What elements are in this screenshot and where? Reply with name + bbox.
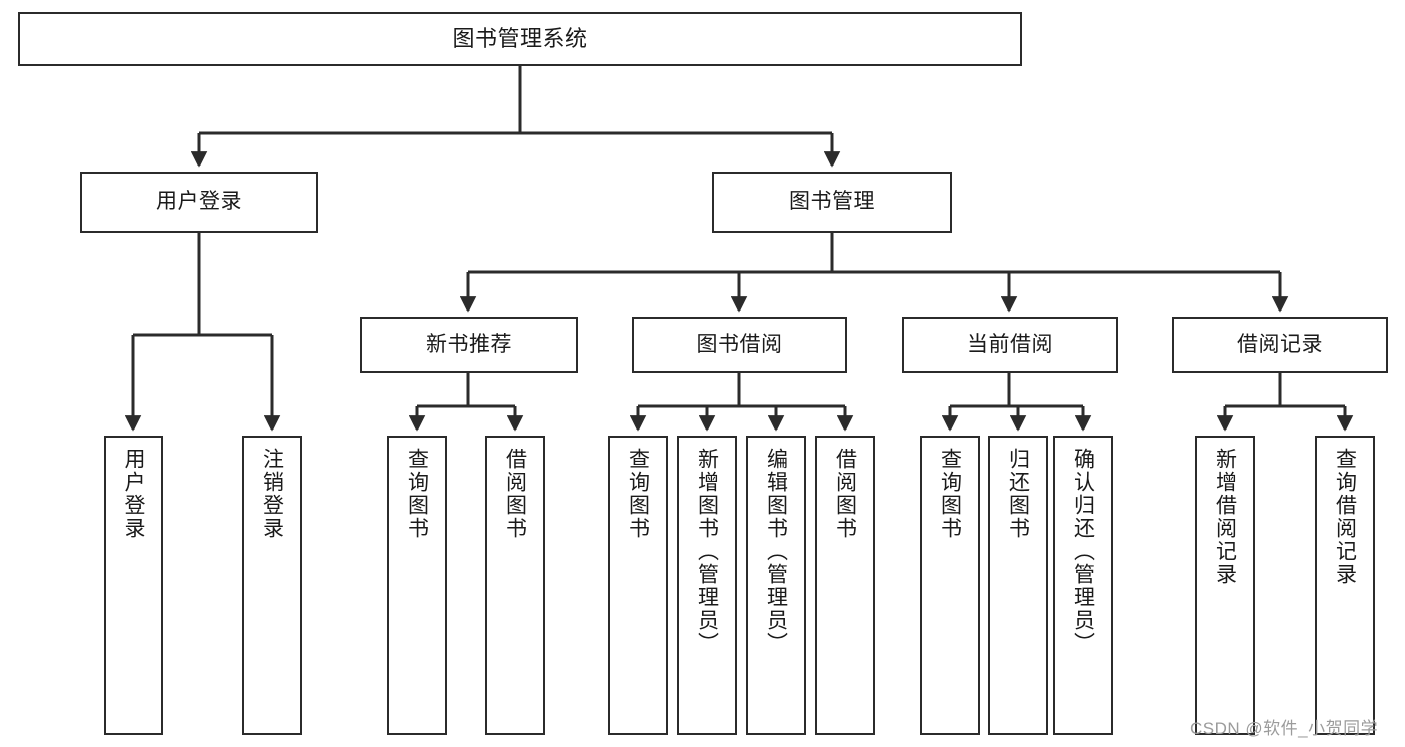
node-root[interactable]: 图书管理系统 xyxy=(18,12,1022,66)
node-root-label: 图书管理系统 xyxy=(452,26,588,52)
node-borrow-record-label: 借阅记录 xyxy=(1237,332,1323,356)
node-new-book-recommend-label: 新书推荐 xyxy=(426,332,512,356)
leaf-newbook-borrow-book[interactable]: 借阅图书 xyxy=(485,436,545,735)
leaf-logout[interactable]: 注销登录 xyxy=(242,436,302,735)
leaf-borrow-query-book-label: 查询图书 xyxy=(626,448,650,540)
leaf-newbook-query-book-label: 查询图书 xyxy=(405,448,429,540)
node-current-borrow-label: 当前借阅 xyxy=(967,332,1053,356)
node-book-borrow-label: 图书借阅 xyxy=(696,332,783,356)
leaf-current-query-book[interactable]: 查询图书 xyxy=(920,436,980,735)
leaf-borrow-borrow-book-label: 借阅图书 xyxy=(833,448,857,540)
leaf-borrow-query-book[interactable]: 查询图书 xyxy=(608,436,668,735)
leaf-current-return-book-label: 归还图书 xyxy=(1006,448,1030,540)
leaf-borrow-borrow-book[interactable]: 借阅图书 xyxy=(815,436,875,735)
node-user-login[interactable]: 用户登录 xyxy=(80,172,318,233)
node-book-management[interactable]: 图书管理 xyxy=(712,172,952,233)
leaf-record-query-record-label: 查询借阅记录 xyxy=(1333,448,1357,586)
leaf-record-add-record[interactable]: 新增借阅记录 xyxy=(1195,436,1255,735)
node-current-borrow[interactable]: 当前借阅 xyxy=(902,317,1118,373)
leaf-current-confirm-return-admin[interactable]: 确认归还（管理员） xyxy=(1053,436,1113,735)
leaf-logout-label: 注销登录 xyxy=(260,448,284,540)
leaf-user-login-label: 用户登录 xyxy=(122,448,145,540)
leaf-newbook-query-book[interactable]: 查询图书 xyxy=(387,436,447,735)
leaf-record-query-record[interactable]: 查询借阅记录 xyxy=(1315,436,1375,735)
node-new-book-recommend[interactable]: 新书推荐 xyxy=(360,317,578,373)
leaf-current-query-book-label: 查询图书 xyxy=(938,448,962,540)
watermark: CSDN @软件_小贺同学 xyxy=(1190,719,1379,738)
leaf-borrow-add-book-admin[interactable]: 新增图书（管理员） xyxy=(677,436,737,735)
node-user-login-label: 用户登录 xyxy=(156,190,242,214)
leaf-user-login[interactable]: 用户登录 xyxy=(104,436,163,735)
node-borrow-record[interactable]: 借阅记录 xyxy=(1172,317,1388,373)
leaf-current-confirm-return-admin-label: 确认归还（管理员） xyxy=(1071,448,1095,655)
leaf-borrow-add-book-admin-label: 新增图书（管理员） xyxy=(695,448,719,655)
leaf-current-return-book[interactable]: 归还图书 xyxy=(988,436,1048,735)
leaf-borrow-edit-book-admin[interactable]: 编辑图书（管理员） xyxy=(746,436,806,735)
leaf-newbook-borrow-book-label: 借阅图书 xyxy=(503,448,527,540)
node-book-borrow[interactable]: 图书借阅 xyxy=(632,317,847,373)
node-book-management-label: 图书管理 xyxy=(789,190,875,214)
leaf-borrow-edit-book-admin-label: 编辑图书（管理员） xyxy=(764,448,788,655)
leaf-record-add-record-label: 新增借阅记录 xyxy=(1213,448,1237,586)
